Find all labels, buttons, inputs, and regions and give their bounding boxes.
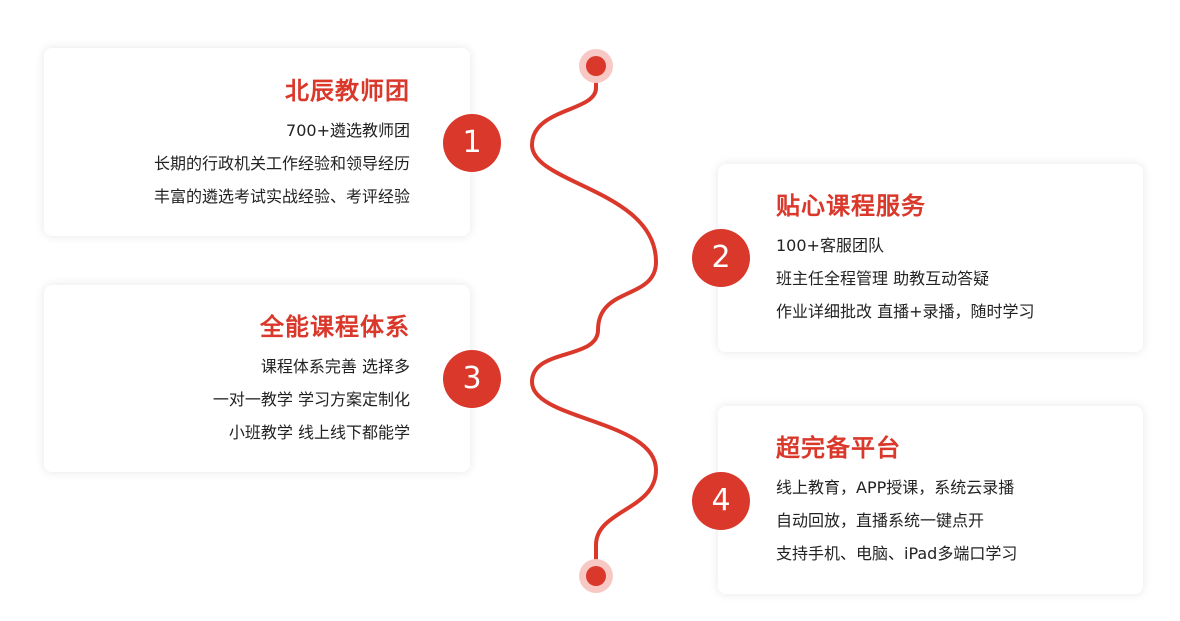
card-line: 线上教育，APP授课，系统云录播	[776, 478, 1015, 497]
card-title: 全能课程体系	[260, 313, 410, 341]
card-line: 课程体系完善 选择多	[260, 357, 410, 376]
card-teacher-team: 北辰教师团 700+遴选教师团 长期的行政机关工作经验和领导经历 丰富的遴选考试…	[44, 48, 470, 236]
card-title: 贴心课程服务	[776, 192, 926, 220]
card-line: 自动回放，直播系统一键点开	[776, 511, 985, 530]
card-line: 作业详细批改 直播+录播，随时学习	[776, 302, 1035, 321]
step-number-badge: 2	[692, 229, 750, 287]
timeline-start-dot	[586, 56, 606, 76]
card-line: 一对一教学 学习方案定制化	[212, 390, 410, 409]
timeline-end-dot	[586, 566, 606, 586]
step-number-badge: 3	[443, 350, 501, 408]
card-course-service: 贴心课程服务 100+客服团队 班主任全程管理 助教互动答疑 作业详细批改 直播…	[718, 164, 1143, 352]
card-line: 班主任全程管理 助教互动答疑	[776, 269, 990, 288]
card-line: 长期的行政机关工作经验和领导经历	[153, 154, 410, 173]
step-number-badge: 1	[443, 114, 501, 172]
card-title: 超完备平台	[776, 434, 901, 462]
timeline-curve	[529, 64, 659, 578]
card-line: 支持手机、电脑、iPad多端口学习	[776, 544, 1018, 563]
card-platform: 超完备平台 线上教育，APP授课，系统云录播 自动回放，直播系统一键点开 支持手…	[718, 406, 1143, 594]
card-line: 700+遴选教师团	[286, 121, 410, 140]
step-number-badge: 4	[692, 472, 750, 530]
card-line: 丰富的遴选考试实战经验、考评经验	[153, 187, 410, 206]
card-line: 100+客服团队	[776, 236, 884, 255]
card-title: 北辰教师团	[285, 77, 410, 105]
card-line: 小班教学 线上线下都能学	[228, 423, 410, 442]
card-course-system: 全能课程体系 课程体系完善 选择多 一对一教学 学习方案定制化 小班教学 线上线…	[44, 285, 470, 472]
